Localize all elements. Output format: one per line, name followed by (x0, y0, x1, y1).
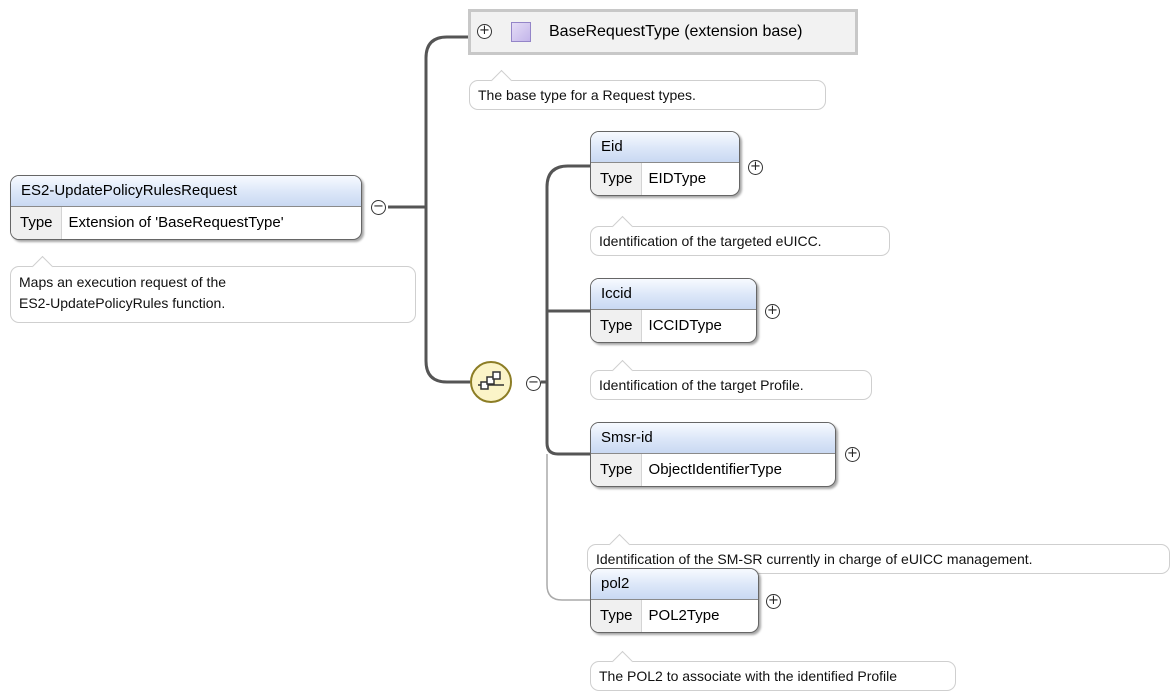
element-box-iccid[interactable]: Iccid Type ICCIDType (590, 278, 757, 343)
element-type-row: Type ICCIDType (591, 310, 756, 342)
smsr-id-connector (545, 382, 590, 456)
element-documentation: Identification of the target Profile. (590, 359, 872, 400)
plus-circle-icon[interactable]: + (845, 447, 860, 462)
element-type-value: ICCIDType (648, 317, 722, 334)
element-documentation: Identification of the targeted eUICC. (590, 215, 890, 256)
root-type-row: Type Extension of 'BaseRequestType' (11, 207, 361, 239)
element-type-value: ObjectIdentifierType (648, 461, 782, 478)
element-doc-text: Identification of the targeted eUICC. (599, 233, 822, 249)
root-type-value: Extension of 'BaseRequestType' (68, 214, 284, 231)
plus-circle-icon[interactable]: + (766, 594, 781, 609)
plus-circle-icon[interactable]: + (748, 160, 763, 175)
root-type-key: Type (11, 207, 62, 239)
element-box-eid[interactable]: Eid Type EIDType (590, 131, 740, 196)
element-doc-text: The POL2 to associate with the identifie… (599, 668, 898, 684)
element-type-row: Type EIDType (591, 163, 739, 195)
element-type-value: POL2Type (648, 607, 720, 624)
element-box-pol2[interactable]: pol2 Type POL2Type (590, 568, 759, 633)
complex-type-icon (511, 22, 531, 42)
element-type-value: EIDType (648, 170, 707, 187)
pol2-optional-connector (546, 454, 590, 601)
root-doc-line-2: ES2-UpdatePolicyRules function. (19, 295, 226, 311)
root-element-name: ES2-UpdatePolicyRulesRequest (11, 176, 361, 207)
element-type-key: Type (591, 600, 642, 632)
base-type-label: BaseRequestType (extension base) (549, 23, 803, 40)
root-documentation: Maps an execution request of the ES2-Upd… (10, 255, 416, 323)
element-type-key: Type (591, 454, 642, 486)
element-name: Eid (591, 132, 739, 163)
element-documentation: The POL2 to associate with the identifie… (590, 650, 956, 691)
plus-circle-icon[interactable]: + (477, 24, 492, 39)
base-type-doc-text: The base type for a Request types. (478, 87, 696, 103)
minus-circle-icon[interactable]: − (371, 200, 386, 215)
base-type-box[interactable]: + BaseRequestType (extension base) (468, 9, 858, 55)
element-name: pol2 (591, 569, 758, 600)
element-type-row: Type ObjectIdentifierType (591, 454, 835, 486)
element-type-key: Type (591, 310, 642, 342)
element-name: Iccid (591, 279, 756, 310)
root-doc-line-1: Maps an execution request of the (19, 274, 227, 290)
element-doc-text: Identification of the target Profile. (599, 377, 804, 393)
element-type-key: Type (591, 163, 642, 195)
minus-circle-icon[interactable]: − (526, 376, 541, 391)
sequence-glyph (478, 371, 504, 390)
root-element-box[interactable]: ES2-UpdatePolicyRulesRequest Type Extens… (10, 175, 362, 240)
plus-circle-icon[interactable]: + (765, 304, 780, 319)
sequence-compositor-icon[interactable] (470, 361, 512, 403)
base-type-documentation: The base type for a Request types. (469, 69, 826, 110)
eid-connector (545, 164, 590, 382)
base-branch-connector (424, 35, 468, 207)
element-type-row: Type POL2Type (591, 600, 758, 632)
element-name: Smsr-id (591, 423, 835, 454)
sequence-branch-connector (424, 207, 470, 384)
element-doc-text: Identification of the SM-SR currently in… (596, 551, 1033, 567)
element-box-smsr-id[interactable]: Smsr-id Type ObjectIdentifierType (590, 422, 836, 487)
